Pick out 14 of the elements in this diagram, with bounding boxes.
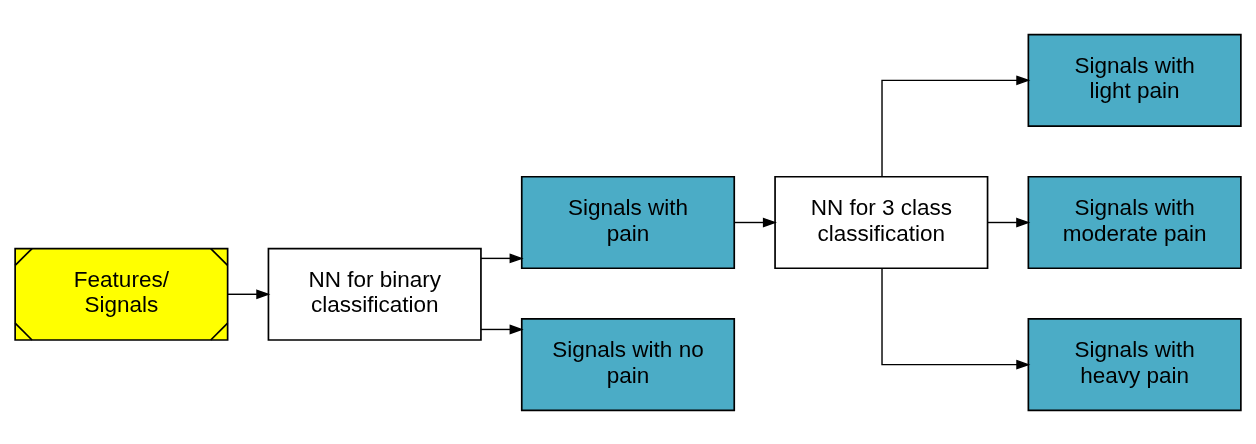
- node-box: Signals with moderate pain: [1027, 175, 1242, 269]
- arrow: [881, 267, 1031, 370]
- node-box: Signals with no pain: [520, 317, 736, 411]
- arrow: [480, 252, 524, 263]
- arrow: [986, 217, 1031, 227]
- arrow: [881, 74, 1031, 177]
- node-box: NN for 3 class classification: [774, 175, 989, 269]
- node-box: Signals with heavy pain: [1027, 317, 1242, 411]
- node-box: NN for binary classification: [267, 247, 482, 341]
- node-box: Signals with pain: [520, 175, 736, 269]
- arrow: [227, 288, 271, 299]
- node-box: Signals with light pain: [1027, 33, 1242, 127]
- arrow: [733, 217, 777, 227]
- arrow: [480, 324, 524, 334]
